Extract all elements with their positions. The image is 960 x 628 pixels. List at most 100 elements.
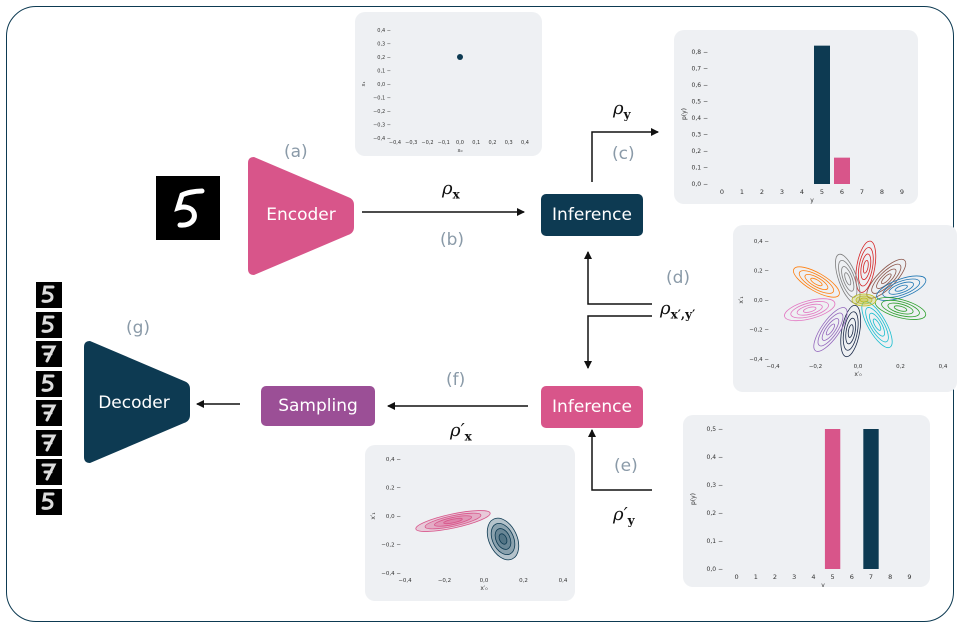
y-tick-label: 0,1 − bbox=[707, 538, 723, 545]
density-contour bbox=[790, 301, 830, 319]
density-contour bbox=[847, 324, 854, 338]
x-tick-label: 1 bbox=[740, 188, 744, 196]
x-tick-label: 0 bbox=[720, 188, 724, 196]
encoder-label: Encoder bbox=[266, 205, 336, 225]
density-contour bbox=[876, 275, 927, 301]
y-tick-label: −0,3 − bbox=[373, 123, 391, 129]
x-tick-label: 1 bbox=[754, 573, 758, 581]
x-axis-label: x′₀ bbox=[854, 371, 862, 378]
x-tick-label: −0,3 bbox=[405, 140, 417, 146]
bar-panel-top: 0,8 −0,7 −0,6 −0,5 −0,4 −0,3 −0,2 −0,1 −… bbox=[674, 30, 918, 204]
x-axis-label: y bbox=[821, 582, 825, 587]
bar-chart-top: 0,8 −0,7 −0,6 −0,5 −0,4 −0,3 −0,2 −0,1 −… bbox=[681, 45, 904, 204]
rho-x-prime-label: ρ′x bbox=[450, 420, 472, 444]
label-g: (g) bbox=[126, 318, 151, 338]
x-tick-label: 6 bbox=[850, 573, 854, 581]
density-contour bbox=[810, 277, 823, 287]
y-tick-label: 0,2 − bbox=[692, 148, 708, 155]
label-a: (a) bbox=[284, 142, 308, 162]
label-b: (b) bbox=[440, 230, 465, 250]
inference-bottom-box: Inference bbox=[541, 386, 643, 428]
density-contour bbox=[871, 263, 902, 294]
y-tick-label: 0,0 − bbox=[692, 181, 708, 188]
y-tick-label: −0,2 − bbox=[749, 328, 769, 334]
digit-5-icon bbox=[156, 176, 220, 240]
density-contour bbox=[857, 247, 874, 287]
y-tick-label: 0,8 − bbox=[692, 49, 708, 56]
rho-xy-label: ρx′,y′ bbox=[660, 298, 696, 322]
x-tick-label: 0 bbox=[735, 573, 739, 581]
density-contour bbox=[881, 299, 920, 318]
density-contour bbox=[804, 274, 829, 290]
y-tick-label: 0,2 − bbox=[386, 486, 401, 492]
y-tick-label: 0,2 − bbox=[377, 55, 391, 61]
density-contour bbox=[859, 297, 869, 303]
x-axis-label: x′₀ bbox=[480, 585, 488, 592]
y-axis-label: x′₁ bbox=[370, 512, 377, 520]
arrow-inference-to-y bbox=[591, 128, 659, 182]
density-contour bbox=[835, 253, 861, 304]
y-tick-label: 0,2 − bbox=[707, 510, 723, 517]
digit-7-icon bbox=[36, 341, 62, 367]
x-tick-label: 7 bbox=[869, 573, 873, 581]
y-tick-label: 0,4 − bbox=[707, 454, 723, 461]
density-contour bbox=[802, 306, 817, 313]
y-axis-label: x₁ bbox=[361, 82, 367, 87]
x-tick-label: 5 bbox=[831, 573, 835, 581]
x-tick-label: 0,4 bbox=[521, 140, 529, 146]
decoder-label: Decoder bbox=[98, 393, 170, 413]
y-axis-label: p(y) bbox=[681, 108, 688, 120]
density-contour bbox=[813, 307, 848, 352]
y-tick-label: 0,0 − bbox=[386, 514, 401, 520]
density-contour bbox=[887, 302, 914, 315]
density-contour bbox=[498, 533, 508, 545]
y-tick-label: −0,1 − bbox=[373, 96, 391, 102]
y-tick-label: 0,3 − bbox=[707, 482, 723, 489]
x-tick-label: −0,2 bbox=[421, 140, 433, 146]
arrow-xy-down bbox=[584, 315, 652, 369]
x-tick-label: −0,4 bbox=[389, 140, 401, 146]
y-tick-label: 0,1 − bbox=[377, 69, 391, 75]
x-tick-label: 0,3 bbox=[505, 140, 513, 146]
x-tick-label: 0,0 bbox=[456, 140, 464, 146]
density-contour bbox=[838, 259, 858, 298]
y-tick-label: 0,0 − bbox=[707, 566, 723, 573]
label-c: (c) bbox=[612, 144, 635, 164]
density-contour bbox=[866, 258, 907, 299]
density-contour bbox=[845, 317, 857, 345]
x-tick-label: 8 bbox=[888, 573, 892, 581]
y-axis-label: p(y) bbox=[690, 493, 697, 505]
digit-7-icon bbox=[36, 429, 62, 456]
encoder-block bbox=[248, 157, 354, 275]
density-contour bbox=[881, 273, 892, 285]
density-contour bbox=[842, 311, 859, 351]
x-axis-label: y bbox=[810, 197, 814, 204]
rho-y-prime-label: ρ′y bbox=[613, 504, 635, 528]
y-tick-label: −0,2 − bbox=[373, 109, 391, 115]
density-contour bbox=[796, 303, 823, 316]
y-tick-label: −0,2 − bbox=[381, 543, 401, 549]
y-tick-label: 0,4 − bbox=[754, 239, 769, 245]
digit-7-icon bbox=[36, 400, 62, 426]
y-axis-label: x′₁ bbox=[738, 296, 745, 304]
label-e: (e) bbox=[614, 456, 638, 476]
x-tick-label: 0,4 bbox=[939, 364, 948, 370]
y-tick-label: 0,0 − bbox=[754, 298, 769, 304]
x-tick-label: 8 bbox=[880, 188, 884, 196]
x-tick-label: −0,1 bbox=[438, 140, 450, 146]
y-tick-label: −0,4 − bbox=[381, 571, 401, 577]
x-tick-label: 0,2 bbox=[896, 364, 905, 370]
y-tick-label: 0,5 − bbox=[707, 426, 723, 433]
density-contour bbox=[415, 510, 491, 532]
density-contour bbox=[855, 295, 873, 305]
density-contour bbox=[821, 318, 840, 341]
bar bbox=[834, 157, 850, 184]
y-tick-label: 0,1 − bbox=[692, 165, 708, 172]
x-tick-label: 9 bbox=[900, 188, 904, 196]
decoder-block bbox=[84, 341, 190, 463]
density-contour bbox=[872, 318, 882, 331]
x-tick-label: 9 bbox=[907, 573, 911, 581]
